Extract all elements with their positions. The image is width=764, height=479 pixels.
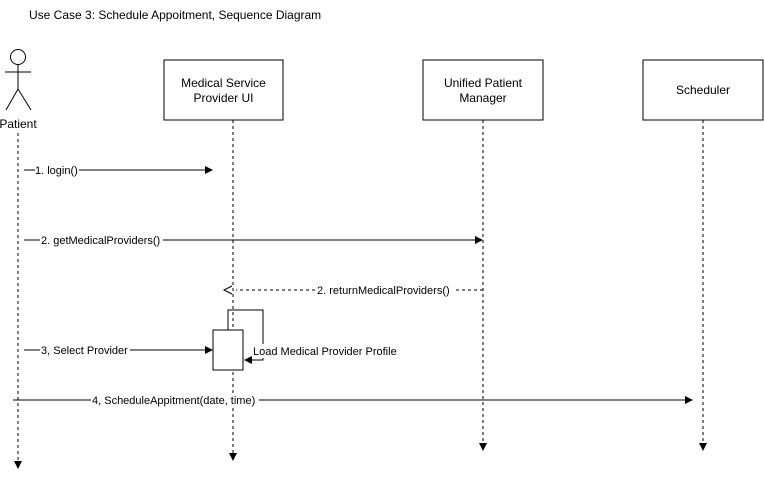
message-schedule-appitment: 4, ScheduleAppitment(date, time) bbox=[13, 393, 693, 407]
message-label: Load Medical Provider Profile bbox=[253, 346, 397, 358]
upm-lifeline-end-arrow-icon bbox=[479, 443, 487, 451]
message-select-provider: 3, Select Provider bbox=[24, 343, 213, 357]
message-load-medical-provider-profile: Load Medical Provider Profile bbox=[227, 309, 398, 364]
participant-unified-patient-manager: Unified Patient Manager bbox=[422, 59, 544, 121]
diagram-title: Use Case 3: Schedule Appoitment, Sequenc… bbox=[29, 8, 321, 22]
arrowhead-icon bbox=[205, 166, 213, 174]
patient-actor-label: Patient bbox=[0, 117, 37, 131]
message-label: 2. getMedicalProviders() bbox=[41, 235, 160, 247]
participant-label-line: Unified Patient bbox=[444, 76, 523, 90]
arrowhead-icon bbox=[244, 356, 252, 364]
message-login: 1. login() bbox=[24, 163, 213, 177]
activation-box bbox=[212, 329, 244, 371]
participant-medical-service-provider-ui: Medical Service Provider UI bbox=[163, 59, 284, 121]
arrowhead-icon bbox=[205, 346, 213, 354]
patient-actor-icon bbox=[5, 49, 32, 111]
patient-lifeline-end-arrow-icon bbox=[14, 461, 22, 469]
message-label: 2. returnMedicalProviders() bbox=[317, 285, 450, 297]
participant-label-line: Provider UI bbox=[193, 91, 253, 105]
arrowhead-icon bbox=[475, 236, 483, 244]
message-label: 4, ScheduleAppitment(date, time) bbox=[92, 395, 255, 407]
message-get-medical-providers: 2. getMedicalProviders() bbox=[24, 233, 483, 247]
scheduler-lifeline-end-arrow-icon bbox=[699, 443, 707, 451]
message-label: 3, Select Provider bbox=[41, 345, 128, 357]
msp-ui-lifeline-end-arrow-icon bbox=[229, 453, 237, 461]
open-arrowhead-icon bbox=[222, 285, 233, 295]
participant-label-line: Medical Service bbox=[181, 76, 266, 90]
participant-scheduler: Scheduler bbox=[642, 59, 764, 121]
message-return-medical-providers: 2. returnMedicalProviders() bbox=[222, 283, 483, 297]
participant-label-line: Manager bbox=[459, 91, 506, 105]
arrowhead-icon bbox=[685, 396, 693, 404]
participant-label-line: Scheduler bbox=[676, 83, 730, 97]
message-label: 1. login() bbox=[35, 165, 78, 177]
